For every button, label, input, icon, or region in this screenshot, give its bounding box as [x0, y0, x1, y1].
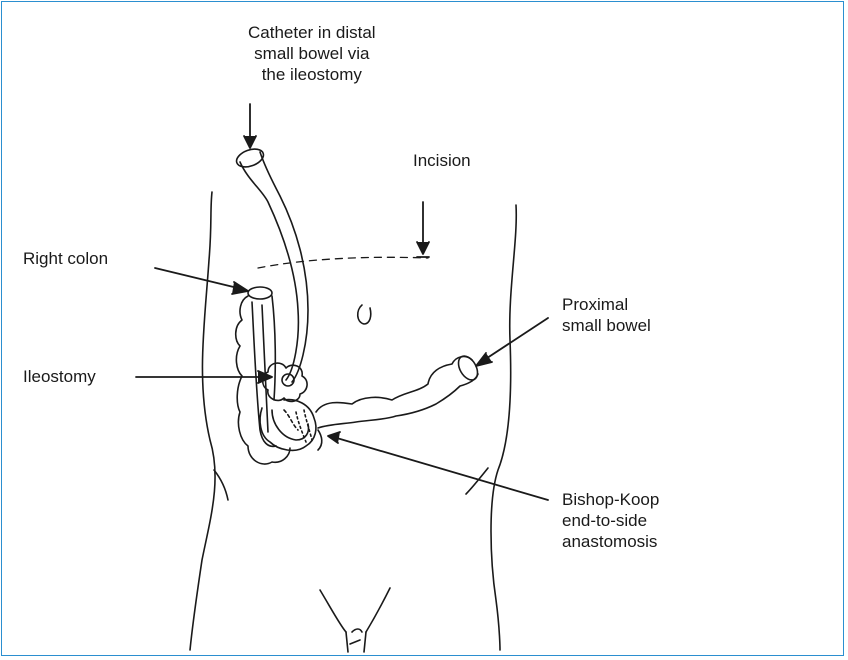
- catheter: [234, 146, 308, 382]
- label-anastomosis: Bishop-Koop end-to-side anastomosis: [562, 489, 659, 552]
- label-ileostomy: Ileostomy: [23, 366, 96, 387]
- label-incision: Incision: [413, 150, 471, 171]
- callout-arrows: [136, 104, 548, 500]
- label-catheter: Catheter in distal small bowel via the i…: [248, 22, 376, 85]
- navel: [358, 305, 371, 324]
- incision-line: [258, 257, 428, 268]
- label-proximal-small-bowel: Proximal small bowel: [562, 294, 651, 336]
- label-right-colon: Right colon: [23, 248, 108, 269]
- proximal-small-bowel: [296, 353, 481, 450]
